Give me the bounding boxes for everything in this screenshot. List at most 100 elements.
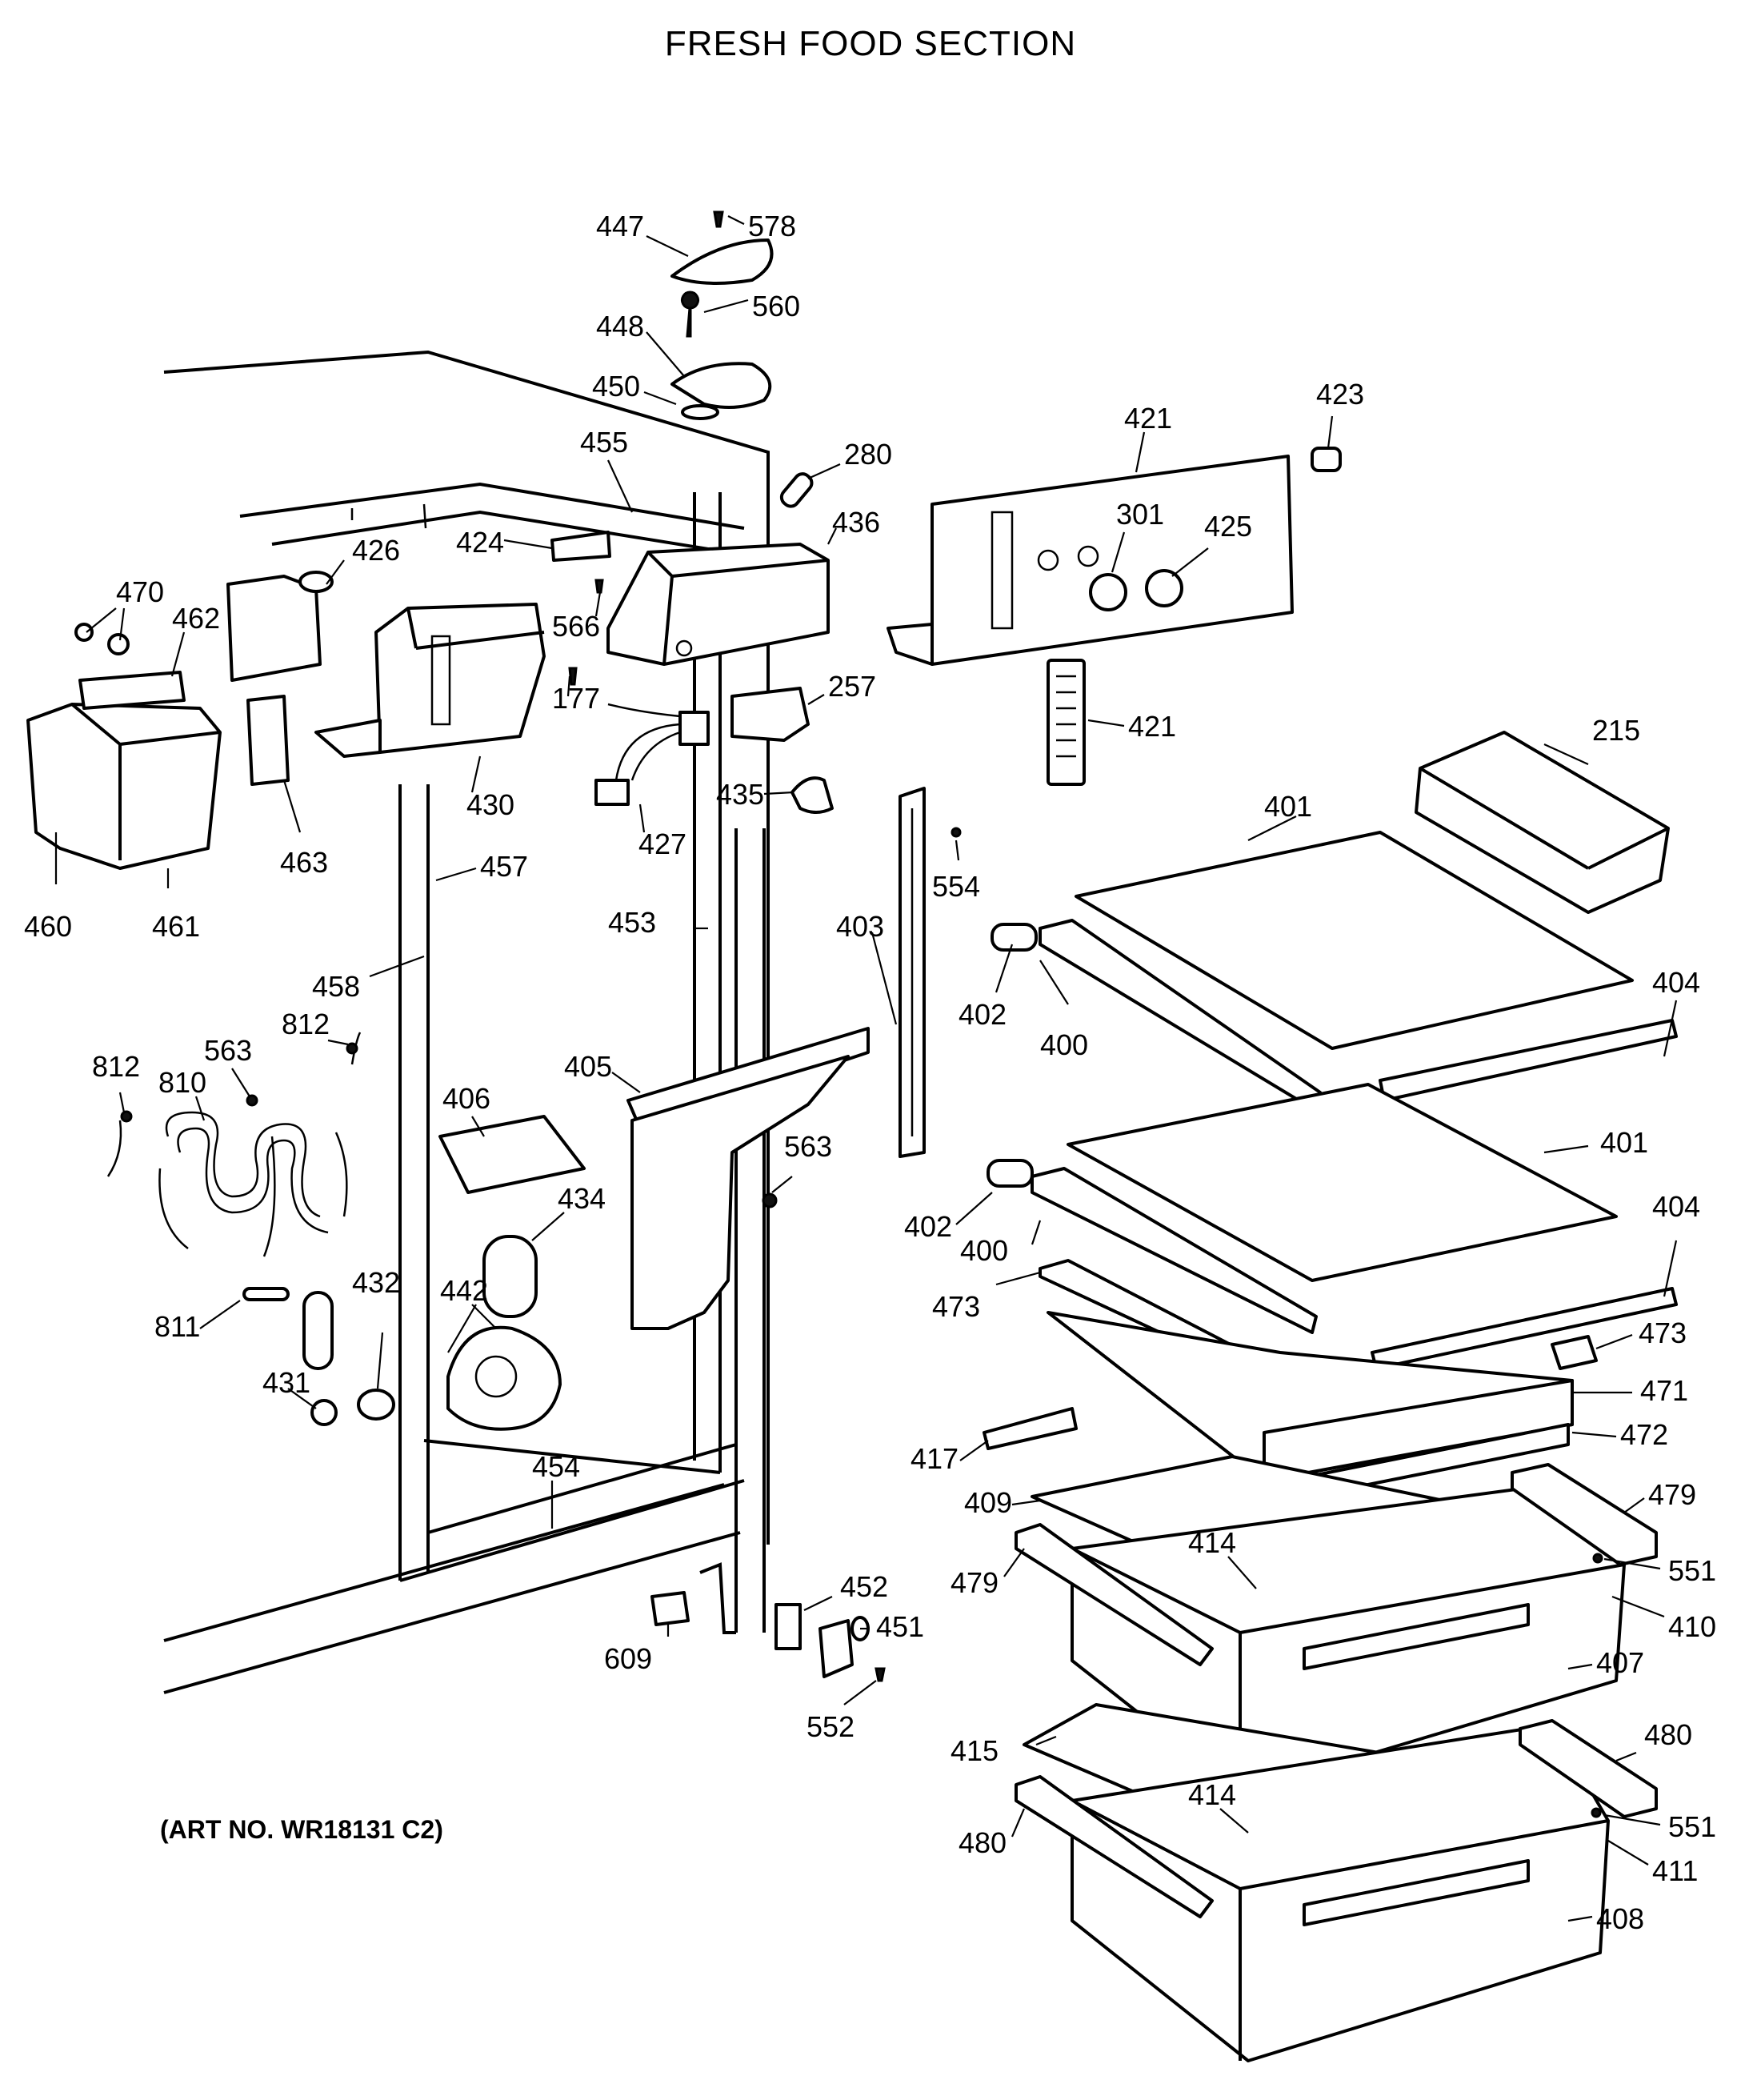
callout-462: 462 xyxy=(172,602,220,635)
callout-424: 424 xyxy=(456,526,504,559)
callout-301: 301 xyxy=(1116,498,1164,531)
leader-lines xyxy=(54,215,1678,1922)
callout-451: 451 xyxy=(876,1610,924,1643)
callout-472: 472 xyxy=(1620,1418,1668,1451)
wiring-harness xyxy=(594,703,710,806)
crisper-drawer-upper xyxy=(1015,1455,1658,1794)
callout-402-middle: 402 xyxy=(904,1210,952,1243)
callout-421-grille: 421 xyxy=(1128,710,1176,743)
door-bin xyxy=(1415,731,1670,914)
callout-447: 447 xyxy=(596,210,644,242)
callout-470: 470 xyxy=(116,575,164,608)
callout-454: 454 xyxy=(532,1450,580,1483)
lower-hinge-parts xyxy=(650,1591,886,1682)
duct-housing xyxy=(26,623,222,870)
shelf-ladder xyxy=(899,787,962,1158)
callout-578: 578 xyxy=(748,210,796,242)
art-number: (ART NO. WR18131 C2) xyxy=(160,1815,443,1844)
callout-463: 463 xyxy=(280,846,328,879)
middle-shelf xyxy=(987,1083,1678,1370)
callout-810: 810 xyxy=(158,1066,206,1099)
part-280 xyxy=(779,472,814,508)
callout-552: 552 xyxy=(806,1710,854,1743)
callout-563-center: 563 xyxy=(784,1130,832,1163)
callout-460: 460 xyxy=(24,910,72,943)
callout-408: 408 xyxy=(1596,1902,1644,1935)
callout-404-middle: 404 xyxy=(1652,1190,1700,1223)
callout-448: 448 xyxy=(596,310,644,343)
light-housing xyxy=(626,1027,870,1330)
callout-423: 423 xyxy=(1316,378,1364,411)
callout-480-left: 480 xyxy=(959,1826,1007,1859)
callout-471: 471 xyxy=(1640,1374,1688,1407)
callout-479-left: 479 xyxy=(951,1566,999,1599)
callout-430: 430 xyxy=(466,788,514,821)
callout-421-panel: 421 xyxy=(1124,402,1172,435)
diagram-title: FRESH FOOD SECTION xyxy=(664,24,1077,63)
callout-257: 257 xyxy=(828,670,876,703)
callout-401-middle: 401 xyxy=(1600,1126,1648,1159)
callout-431: 431 xyxy=(262,1366,310,1399)
callout-457: 457 xyxy=(480,850,528,883)
small-control-parts xyxy=(550,531,834,814)
callout-177: 177 xyxy=(552,682,600,715)
callout-458: 458 xyxy=(312,970,360,1003)
callout-563-left: 563 xyxy=(204,1034,252,1067)
callout-403: 403 xyxy=(836,910,884,943)
callout-280: 280 xyxy=(844,438,892,471)
callout-461: 461 xyxy=(152,910,200,943)
callout-404-upper: 404 xyxy=(1652,966,1700,999)
callout-426: 426 xyxy=(352,534,400,567)
callout-409: 409 xyxy=(964,1486,1012,1519)
callout-417: 417 xyxy=(911,1442,959,1475)
callout-473-right: 473 xyxy=(1639,1317,1687,1349)
bracket-463 xyxy=(246,695,290,786)
callout-479-right: 479 xyxy=(1648,1478,1696,1511)
callout-551-lower: 551 xyxy=(1668,1810,1716,1843)
upper-shelf xyxy=(991,831,1678,1110)
callout-407: 407 xyxy=(1596,1646,1644,1679)
callout-450: 450 xyxy=(592,370,640,403)
callout-455: 455 xyxy=(580,426,628,459)
callout-812-right: 812 xyxy=(282,1008,330,1040)
evaporator-cover xyxy=(314,603,546,758)
callout-812-left: 812 xyxy=(92,1050,140,1083)
callout-402-upper: 402 xyxy=(959,998,1007,1031)
callout-432: 432 xyxy=(352,1266,400,1299)
callout-405: 405 xyxy=(564,1050,612,1083)
control-housing xyxy=(606,543,830,666)
callout-811: 811 xyxy=(154,1310,200,1343)
defrost-heater xyxy=(106,1032,395,1426)
callout-414-lower: 414 xyxy=(1188,1778,1236,1811)
callout-427: 427 xyxy=(638,828,686,860)
callout-551-upper: 551 xyxy=(1668,1554,1716,1587)
callout-434: 434 xyxy=(558,1182,606,1215)
crisper-drawer-lower xyxy=(1015,1703,1658,2062)
callout-452: 452 xyxy=(840,1570,888,1603)
callout-435: 435 xyxy=(716,778,764,811)
callout-415: 415 xyxy=(951,1734,999,1767)
control-panel xyxy=(887,447,1342,666)
callout-406: 406 xyxy=(442,1082,490,1115)
callout-436: 436 xyxy=(832,506,880,539)
callout-414-upper: 414 xyxy=(1188,1526,1236,1559)
callout-560: 560 xyxy=(752,290,800,323)
callout-400-upper: 400 xyxy=(1040,1028,1088,1061)
callout-400-middle: 400 xyxy=(960,1234,1008,1267)
callout-473-left: 473 xyxy=(932,1290,980,1323)
callout-480-right: 480 xyxy=(1644,1718,1692,1751)
callout-453: 453 xyxy=(608,906,656,939)
callout-411: 411 xyxy=(1652,1854,1698,1887)
callout-609: 609 xyxy=(604,1642,652,1675)
callout-566: 566 xyxy=(552,610,600,643)
top-hinge-parts xyxy=(670,210,774,420)
callout-425: 425 xyxy=(1204,510,1252,543)
damper-assembly xyxy=(226,571,334,682)
vent-grille xyxy=(1047,659,1086,786)
callout-442: 442 xyxy=(440,1274,488,1307)
cabinet-outline xyxy=(163,350,770,1694)
light-assembly xyxy=(438,1115,586,1431)
callout-410: 410 xyxy=(1668,1610,1716,1643)
